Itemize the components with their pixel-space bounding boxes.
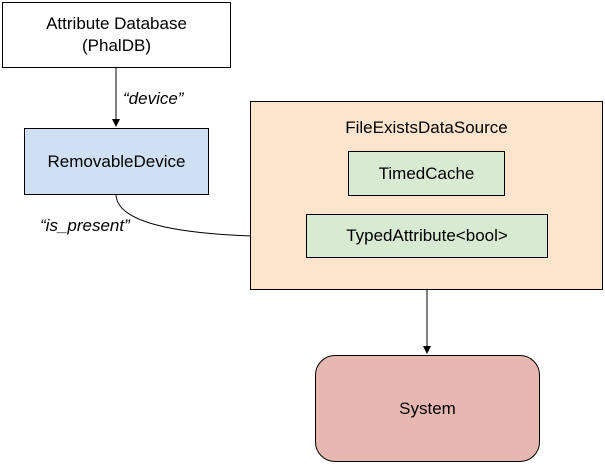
node-typed-attribute-label: TypedAttribute<bool> xyxy=(346,226,508,245)
node-attribute-database: Attribute Database (PhalDB) xyxy=(2,2,231,68)
node-timed-cache-label: TimedCache xyxy=(378,163,475,183)
node-typed-attribute: TypedAttribute<bool> xyxy=(306,214,548,258)
node-removable-device-label: RemovableDevice xyxy=(47,151,186,171)
edge-label-is-present: “is_present” xyxy=(40,216,130,235)
node-attribute-database-subtitle: (PhalDB) xyxy=(82,36,151,55)
edge-label-device: “device” xyxy=(123,89,184,108)
node-attribute-database-title: Attribute Database xyxy=(46,14,187,33)
node-removable-device: RemovableDevice xyxy=(24,128,209,195)
node-system-label: System xyxy=(399,398,456,418)
node-file-exists-data-source-label: FileExistsDataSource xyxy=(345,118,508,137)
node-system: System xyxy=(315,355,540,462)
node-timed-cache: TimedCache xyxy=(348,151,505,196)
